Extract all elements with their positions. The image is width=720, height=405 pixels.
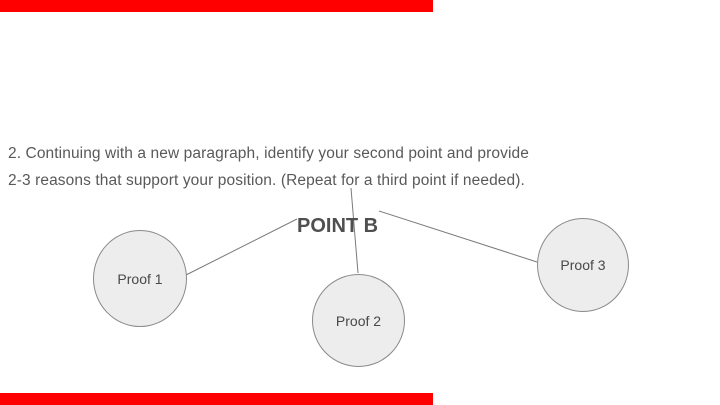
proof-1-node: Proof 1 xyxy=(93,230,187,327)
proof-2-label: Proof 2 xyxy=(335,312,382,329)
proof-2-node: Proof 2 xyxy=(312,274,405,367)
accent-bar-top xyxy=(0,0,433,12)
instruction-line-2: 2-3 reasons that support your position. … xyxy=(8,171,525,189)
connector-pointb-proof3 xyxy=(378,210,538,263)
proof-3-node: Proof 3 xyxy=(537,218,629,312)
proof-1-label: Proof 1 xyxy=(117,270,163,287)
diagram-title: POINT B xyxy=(297,215,379,237)
instruction-text: 2. Continuing with a new paragraph, iden… xyxy=(8,141,648,194)
proof-3-label: Proof 3 xyxy=(560,257,606,273)
accent-bar-bottom xyxy=(0,393,433,405)
instruction-line-1: 2. Continuing with a new paragraph, iden… xyxy=(8,145,529,162)
connector-pointb-proof1 xyxy=(185,218,298,276)
